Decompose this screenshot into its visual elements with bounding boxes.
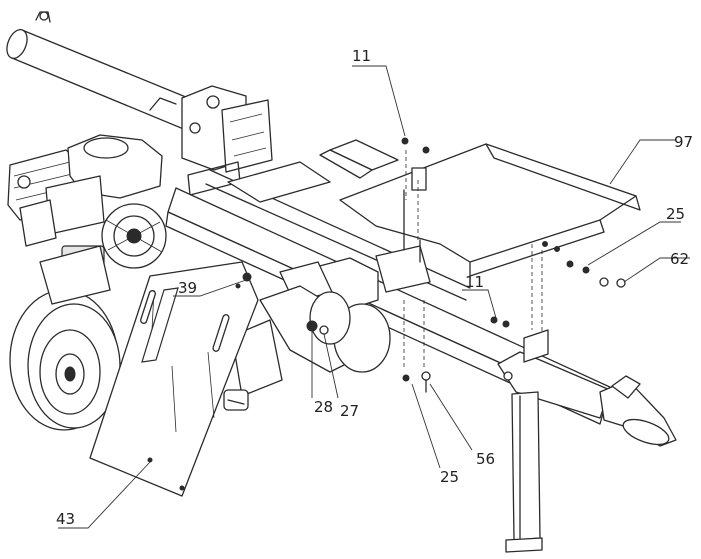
callout-11-mid: 11: [465, 273, 484, 291]
tow-hitch: [497, 329, 677, 447]
callout-56: 56: [476, 450, 495, 468]
axle-bracket: [223, 285, 391, 411]
callout-39: 39: [178, 279, 197, 297]
valve-block: [181, 85, 273, 196]
hydraulic-cylinder: [6, 11, 199, 131]
callout-43: 43: [56, 510, 75, 528]
log-tray: [319, 139, 641, 277]
callout-97: 97: [674, 133, 693, 151]
fasteners: [242, 137, 626, 393]
callout-25-bottom: 25: [440, 468, 459, 486]
callout-11-top: 11: [352, 47, 371, 65]
callout-28: 28: [314, 398, 333, 416]
callout-labels: 11 97 25 62 39 11 28 27 25 56 43: [56, 47, 693, 528]
callout-25-right: 25: [666, 205, 685, 223]
support-leg: [505, 391, 543, 553]
callout-62: 62: [670, 250, 689, 268]
wheel: [9, 245, 121, 431]
callout-27: 27: [340, 402, 359, 420]
shield-plate: [89, 261, 259, 497]
leader-lines: [58, 65, 690, 529]
